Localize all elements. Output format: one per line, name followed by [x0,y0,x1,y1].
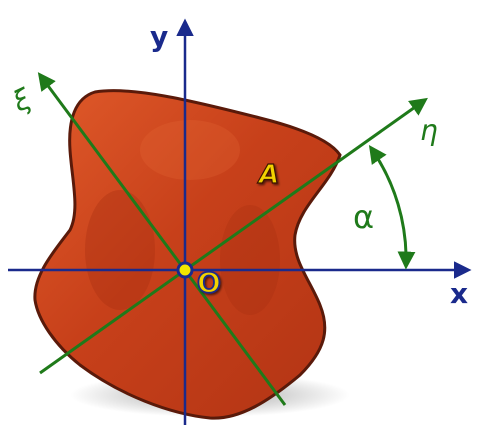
eta-axis-label: η [420,114,438,147]
xi-axis [37,72,287,406]
x-axis-label: x [450,277,468,310]
texture-blob [220,205,280,315]
texture-blob [85,190,155,310]
y-axis-label: y [150,20,168,53]
angle-label: α [353,198,374,236]
origin-marker [176,261,194,279]
texture-blob [140,120,240,180]
eta-axis [39,97,428,375]
xi-axis-label: ξ [7,82,36,119]
region-label: A [257,160,279,190]
origin-label: O [197,266,221,299]
angle-arc [368,145,416,270]
